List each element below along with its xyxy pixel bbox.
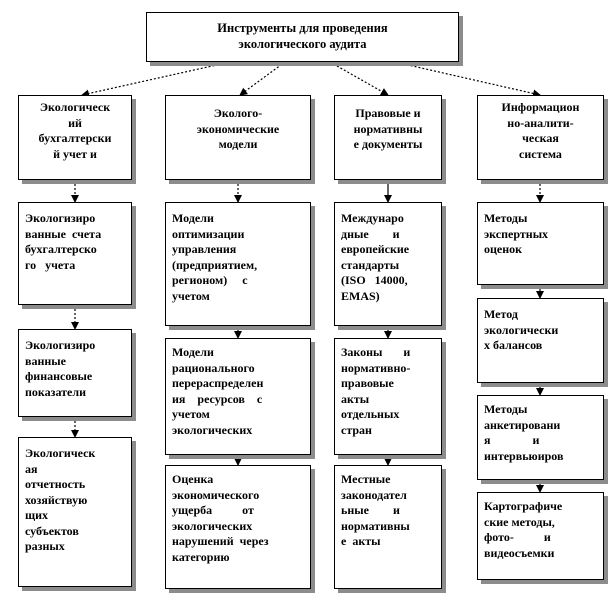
- column-1-item-3: Экологическ ая отчетность хозяйствую щих…: [18, 437, 132, 587]
- column-2-header-label: Эколого- экономические модели: [196, 106, 280, 151]
- column-3-item-1-label: Междунаро дные и европейские стандарты (…: [341, 211, 410, 303]
- edge-root-col1: [81, 61, 231, 98]
- edge-root-col4: [394, 61, 541, 98]
- root-node-label: Инструменты для проведения экологическог…: [217, 21, 388, 51]
- column-4-item-4: Картографиче ские методы, фото- и видеос…: [477, 492, 604, 580]
- column-2-item-1: Модели оптимизации управления (предприят…: [165, 202, 311, 326]
- column-4-item-1-label: Методы экспертных оценок: [484, 211, 549, 256]
- column-1-item-2: Экологизиро ванные финансовые показатели: [18, 329, 132, 417]
- column-4-item-1: Методы экспертных оценок: [477, 202, 604, 285]
- column-2-item-1-label: Модели оптимизации управления (предприят…: [172, 211, 258, 303]
- column-3-item-3: Местные законодател ьные и нормативны е …: [334, 465, 442, 589]
- column-2-item-2-label: Модели рационального перераспределен ия …: [172, 345, 264, 437]
- column-1-item-2-label: Экологизиро ванные финансовые показатели: [25, 338, 96, 399]
- column-4-item-3: Методы анкетировани я и интервьюиров: [477, 395, 604, 480]
- column-4-item-3-label: Методы анкетировани я и интервьюиров: [484, 402, 564, 463]
- column-4-item-4-label: Картографиче ские методы, фото- и видеос…: [484, 499, 563, 560]
- column-2-item-3: Оценка экономического ущерба от экологич…: [165, 465, 311, 589]
- column-4-header-label: Информацион но-аналити- ческая система: [501, 100, 580, 161]
- column-1-item-1-label: Экологизиро ванные счета бухгалтерско го…: [25, 211, 102, 272]
- column-1-item-3-label: Экологическ ая отчетность хозяйствую щих…: [25, 446, 96, 553]
- column-3-header-label: Правовые и нормативны е документы: [353, 106, 423, 151]
- column-2-item-3-label: Оценка экономического ущерба от экологич…: [172, 472, 269, 564]
- column-3-header: Правовые и нормативны е документы: [334, 95, 442, 180]
- column-2-header: Эколого- экономические модели: [165, 95, 311, 180]
- column-3-item-1: Междунаро дные и европейские стандарты (…: [334, 202, 442, 326]
- column-4-item-2-label: Метод экологически х балансов: [484, 307, 559, 352]
- root-node: Инструменты для проведения экологическог…: [146, 12, 459, 62]
- column-1-item-1: Экологизиро ванные счета бухгалтерско го…: [18, 202, 132, 305]
- column-2-item-2: Модели рационального перераспределен ия …: [165, 338, 311, 455]
- column-3-item-2: Законы и нормативно- правовые акты отдел…: [334, 338, 442, 455]
- edge-root-col2: [239, 61, 286, 96]
- column-4-item-2: Метод экологически х балансов: [477, 298, 604, 383]
- column-1-header-label: Экологическ ий бухгалтерски й учет и: [38, 100, 112, 161]
- column-3-item-3-label: Местные законодател ьные и нормативны е …: [341, 472, 410, 548]
- column-3-item-2-label: Законы и нормативно- правовые акты отдел…: [341, 345, 411, 437]
- edge-root-col3: [329, 61, 389, 96]
- column-4-header: Информацион но-аналити- ческая система: [477, 95, 604, 180]
- column-1-header: Экологическ ий бухгалтерски й учет и: [18, 95, 132, 180]
